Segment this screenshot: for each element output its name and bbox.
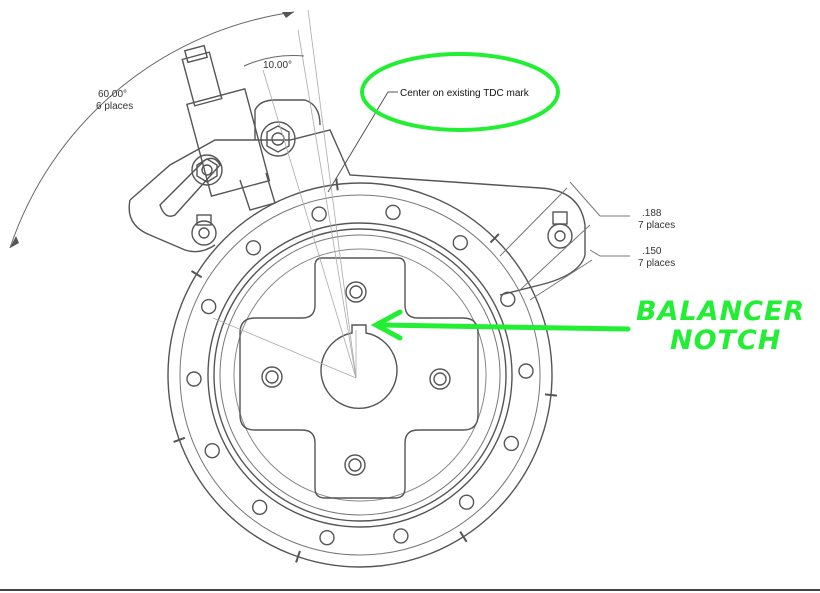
dim-188-count-label: 7 places [638,220,675,231]
wheel-tooth-notch [459,531,468,543]
wheel-tooth-notch [335,178,339,191]
wheel-bolt-hole [200,298,217,315]
wheel-tooth-notch [544,393,558,397]
angle-60-arrow-right [282,12,294,18]
drawing-linework [0,9,820,591]
angle-10-label: 10.00° [263,60,292,71]
wheel-bolt-hole [500,291,516,307]
hub-holes [261,281,451,476]
center-bore-with-keyway [320,324,398,410]
wheel-bolt-hole [252,499,268,515]
wheel-bolt-hole [458,494,475,510]
trigger-wheel [167,182,553,568]
balancer-notch-arrow [370,309,631,341]
wheel-tooth-notch [173,436,186,443]
tdc-highlight-ellipse [360,52,560,132]
sensor-body [186,87,271,197]
wheel-bolt-hole [186,371,202,387]
wheel-tooth-notch [190,270,203,279]
mounting-bracket [128,129,586,296]
wheel-bolt-hole [319,530,335,546]
angle-60-arc [9,11,295,249]
dim-188-label: .188 [642,208,662,219]
wheel-bolt-hole [385,204,401,221]
tdc-note-label: Center on existing TDC mark [400,88,530,99]
wheel-bolt-hole [503,435,519,452]
construction-lines [212,9,357,379]
dimension-labels: 60.00° 6 places 10.00° Center on existin… [96,60,675,269]
wheel-tooth-notches [173,178,558,563]
wheel-bolt-hole [245,240,262,256]
wheel-tooth-notch [295,550,301,563]
stud-right [547,211,573,249]
balancer-hub-cross [239,257,479,499]
bracket-inner-edge [254,99,321,140]
angle-60-count-label: 6 places [96,101,133,112]
tdc-leader [327,91,398,193]
sensor-shank [239,172,276,211]
sensor-connector [181,51,223,107]
wheel-tooth-notch [489,233,500,244]
dim-leaders [499,181,630,301]
wheel-bolt-hole [393,528,409,544]
wheel-bolt-holes [186,204,534,546]
angle-60-label: 60.00° [98,89,127,100]
sensor-connector-tip [183,44,209,64]
dim-150-count-label: 7 places [638,258,675,269]
bracket-slot [159,157,221,217]
callout-notch: NOTCH [670,325,781,356]
wheel-bolt-hole [452,234,468,251]
callout-balancer: BALANCER [636,296,805,327]
angle-10-arc [243,55,305,67]
bolt-upper [260,121,296,157]
angle-60-arrow-left [10,236,19,248]
dim-150-label: .150 [642,246,662,257]
wheel-bolt-hole [204,443,220,459]
wheel-bolt-hole [518,363,534,379]
bolt-left [191,154,223,186]
wheel-bolt-hole [311,206,327,222]
stud-left [191,214,217,246]
